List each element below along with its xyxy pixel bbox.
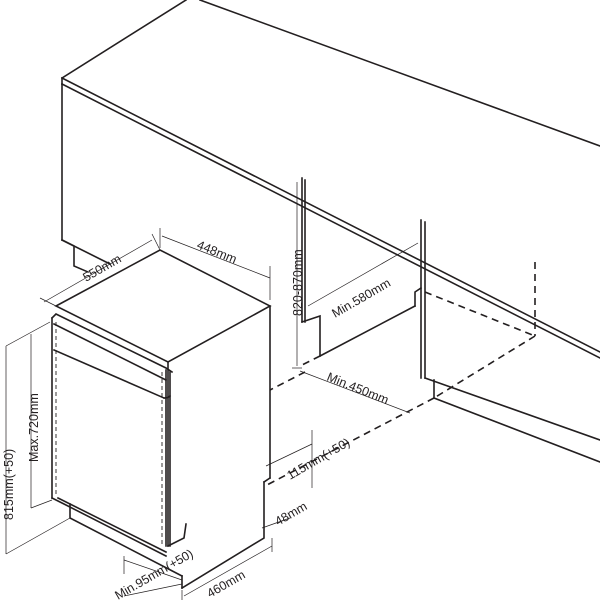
dim-plinth-height: 115mm(+50) (265, 430, 353, 488)
dim-total-height: 815mm(+50) (2, 321, 71, 555)
dim-plinth-offset: 48mm (261, 499, 310, 529)
dim-plinth-depth: 460mm (181, 538, 273, 600)
dishwasher (50, 249, 272, 590)
countertop (60, 0, 600, 359)
dim-niche-depth: Min.580mm (307, 242, 419, 321)
label-depth: 550mm (81, 252, 124, 285)
niche-back-left-panel (300, 177, 423, 358)
dim-niche-width: Min.450mm (299, 370, 411, 414)
label-niche-depth: Min.580mm (330, 276, 394, 321)
dim-cabinet-height: 820-870mm (291, 182, 305, 369)
dim-depth: 550mm (39, 233, 161, 307)
label-total-height: 815mm(+50) (2, 449, 16, 520)
dim-plinth-gap: Min.95mm(+50) (113, 547, 196, 600)
dim-door-height: Max.720mm (27, 334, 53, 509)
label-plinth-offset: 48mm (273, 499, 310, 528)
niche-outline-dashed (264, 262, 536, 487)
right-cabinet (420, 219, 600, 463)
label-door-height: Max.720mm (27, 393, 41, 462)
label-width: 448mm (195, 238, 239, 267)
label-cabinet-height: 820-870mm (291, 249, 305, 316)
dim-width: 448mm (159, 228, 271, 300)
left-cabinet (60, 83, 112, 274)
label-plinth-gap: Min.95mm(+50) (113, 547, 196, 600)
label-niche-width: Min.450mm (325, 370, 391, 407)
label-plinth-height: 115mm(+50) (285, 435, 353, 482)
